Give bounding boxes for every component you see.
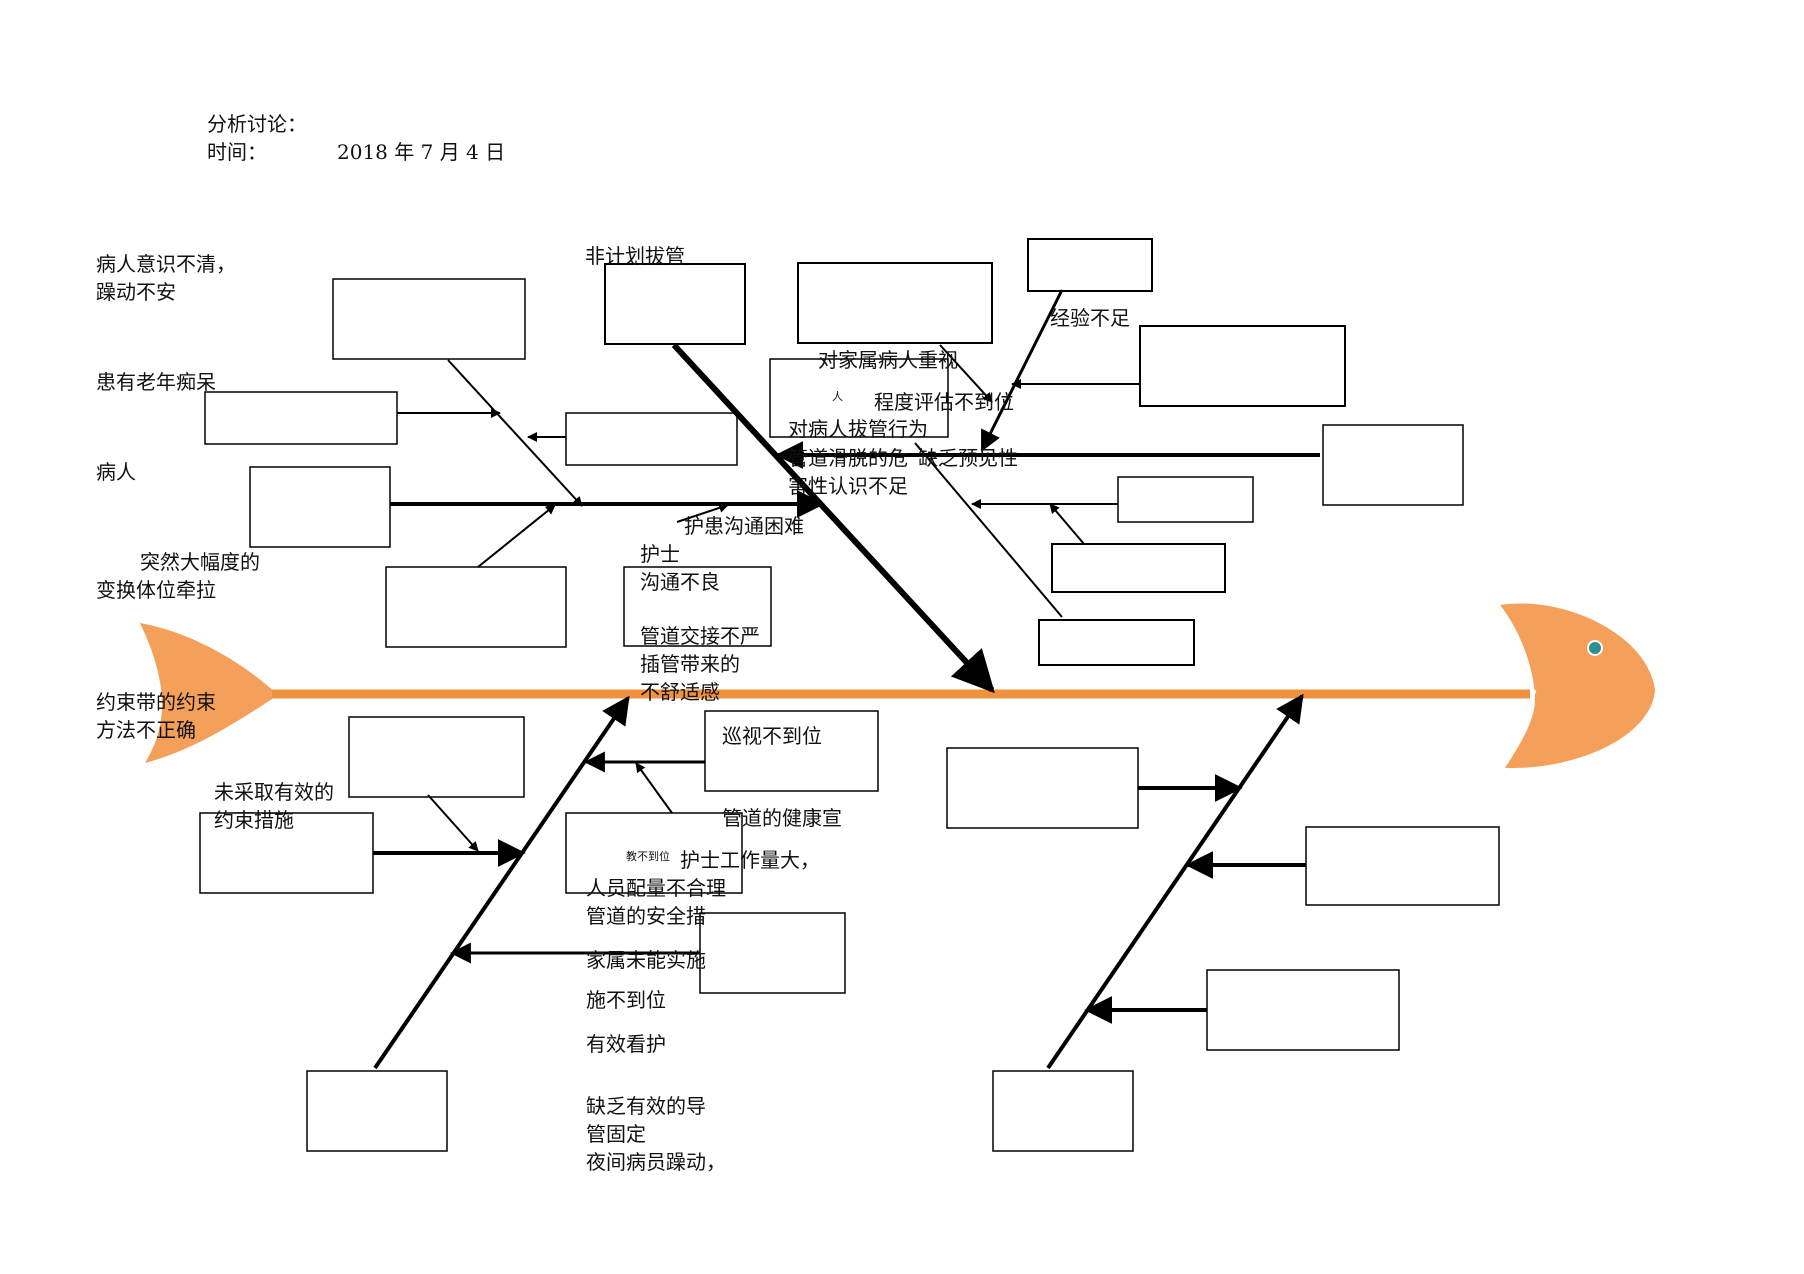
cause-text: 变换体位牵拉 (96, 578, 216, 602)
head-problem: 非计划拔管 (585, 244, 685, 268)
cause-text: 经验不足 (1050, 306, 1130, 330)
cause-text: 施不到位 (586, 988, 666, 1012)
cause-text: 约束措施 (214, 808, 294, 832)
box (348, 716, 525, 798)
fish-head (1500, 603, 1655, 769)
time-label: 时间： (207, 140, 267, 164)
box (604, 263, 746, 345)
box (699, 912, 846, 994)
cause-text: 插管带来的 (640, 652, 740, 676)
cause-text: 缺乏预见性 (918, 446, 1018, 470)
analysis-label: 分析讨论： (207, 112, 307, 136)
box (249, 466, 391, 548)
cause-text: 患有老年痴呆 (96, 370, 216, 394)
cause-text: 夜间病员躁动， (586, 1150, 726, 1174)
cause-text: 护患沟通困难 (684, 514, 804, 538)
cause-text: 管道滑脱的危 (788, 446, 908, 470)
cause-text-small: 教不到位 (626, 850, 670, 863)
fish-eye (1587, 640, 1603, 656)
box (204, 391, 398, 445)
cause-text: 护士工作量大， (680, 848, 820, 872)
cause-text: 管道交接不严 (640, 624, 760, 648)
box (946, 747, 1139, 829)
box (797, 262, 993, 344)
cause-text: 害性认识不足 (788, 474, 908, 498)
box (1139, 325, 1346, 407)
cause-text: 方法不正确 (96, 718, 196, 742)
category-person: 人 (832, 390, 843, 403)
box (565, 412, 738, 466)
box (1051, 543, 1226, 593)
box (1117, 476, 1254, 523)
cause-text: 躁动不安 (96, 280, 176, 304)
box (992, 1070, 1134, 1152)
cause-text: 巡视不到位 (722, 724, 822, 748)
cause-text: 不舒适感 (640, 680, 720, 704)
fish-tail (140, 623, 278, 763)
category-nurse: 护士 (640, 542, 680, 566)
cause-text: 有效看护 (586, 1032, 666, 1056)
box (623, 566, 772, 647)
cause-text: 对家属病人重视 (818, 348, 958, 372)
cause-text: 管道的健康宣 (722, 806, 842, 830)
box (332, 278, 526, 360)
cause-text: 管道的安全措 (586, 904, 706, 928)
box (1206, 969, 1400, 1051)
cause-text: 缺乏有效的导 (586, 1094, 706, 1118)
box (199, 812, 374, 894)
box (306, 1070, 448, 1152)
cause-text: 约束带的约束 (96, 690, 216, 714)
cause-text: 人员配量不合理 (586, 876, 726, 900)
box (769, 358, 949, 438)
date-value: 2018 年 7 月 4 日 (337, 140, 506, 164)
box (1027, 238, 1153, 292)
box (704, 710, 879, 792)
cause-text: 病人意识不清， (96, 252, 236, 276)
cause-text: 沟通不良 (640, 570, 720, 594)
cause-text: 家属未能实施 (586, 948, 706, 972)
box (565, 812, 743, 894)
cause-text: 未采取有效的 (214, 780, 334, 804)
box (1038, 619, 1195, 666)
box (385, 566, 567, 648)
cause-text: 突然大幅度的 (140, 550, 260, 574)
box (1322, 424, 1464, 506)
cause-text: 对病人拔管行为 (788, 417, 928, 441)
cause-text: 管固定 (586, 1122, 646, 1146)
fish-mouth (1503, 689, 1537, 766)
box (1305, 826, 1500, 906)
category-patient: 病人 (96, 460, 136, 484)
cause-text: 程度评估不到位 (874, 390, 1014, 414)
